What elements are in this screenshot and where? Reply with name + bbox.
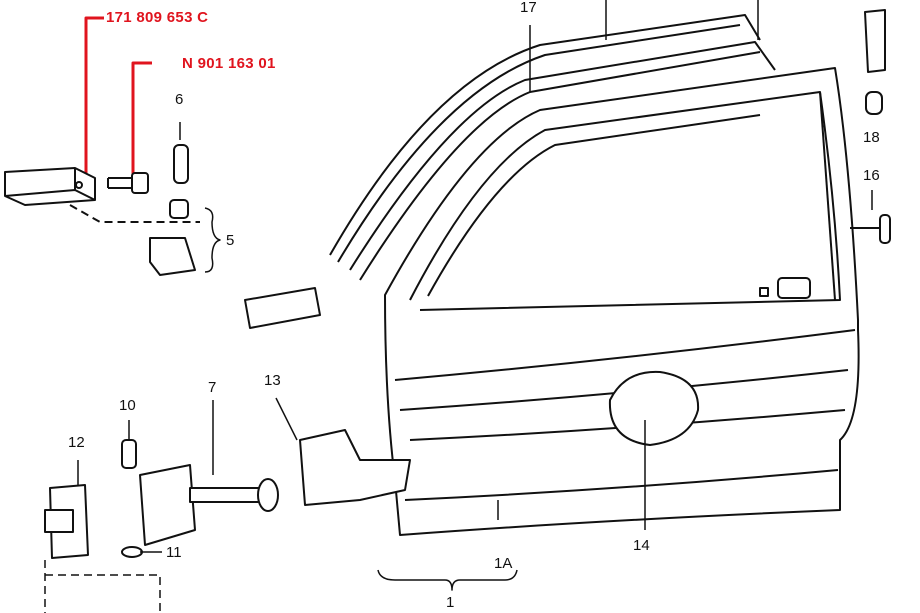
door-stop-buffer (850, 214, 891, 244)
bushing (169, 199, 189, 219)
callout-leader-bracket (84, 16, 104, 178)
label-14: 14 (633, 537, 650, 554)
label-10: 10 (119, 397, 136, 414)
label-12: 12 (68, 434, 85, 451)
brace-1 (377, 569, 518, 591)
clip-strip (864, 9, 886, 73)
door-stop-bracket (4, 167, 96, 206)
door-handle (777, 277, 811, 299)
clip-18 (865, 91, 883, 115)
label-5: 5 (226, 232, 235, 249)
callout-leaders (84, 16, 152, 180)
grommet-boot (299, 429, 411, 506)
part-number-callout-bolt: N 901 163 01 (182, 55, 276, 72)
label-1: 1 (446, 594, 455, 611)
seal-leaders (529, 0, 759, 92)
part-number-callout-bracket: 171 809 653 C (106, 9, 209, 26)
bolt (107, 172, 149, 194)
brace-5 (204, 207, 221, 273)
label-13: 13 (264, 372, 281, 389)
callout-leader-bolt (131, 61, 152, 180)
washer-11 (121, 546, 143, 558)
leader-13 (275, 397, 298, 441)
striker-plate (44, 484, 89, 559)
hinge-pin (173, 144, 189, 184)
label-1A: 1A (494, 555, 513, 572)
label-11: 11 (166, 544, 182, 561)
hinge-plate (244, 287, 321, 329)
assembly-line-lower (44, 560, 161, 613)
label-17: 17 (520, 0, 537, 16)
label-7: 7 (208, 379, 217, 396)
door-shell (384, 67, 860, 536)
window-seals (329, 14, 776, 281)
access-cover (608, 370, 700, 446)
lock-cylinder (759, 287, 769, 297)
label-18: 18 (863, 129, 880, 146)
label-16: 16 (863, 167, 880, 184)
label-6: 6 (175, 91, 184, 108)
screw-10 (121, 439, 137, 469)
check-strap (139, 400, 279, 546)
hinge-half (149, 237, 196, 276)
